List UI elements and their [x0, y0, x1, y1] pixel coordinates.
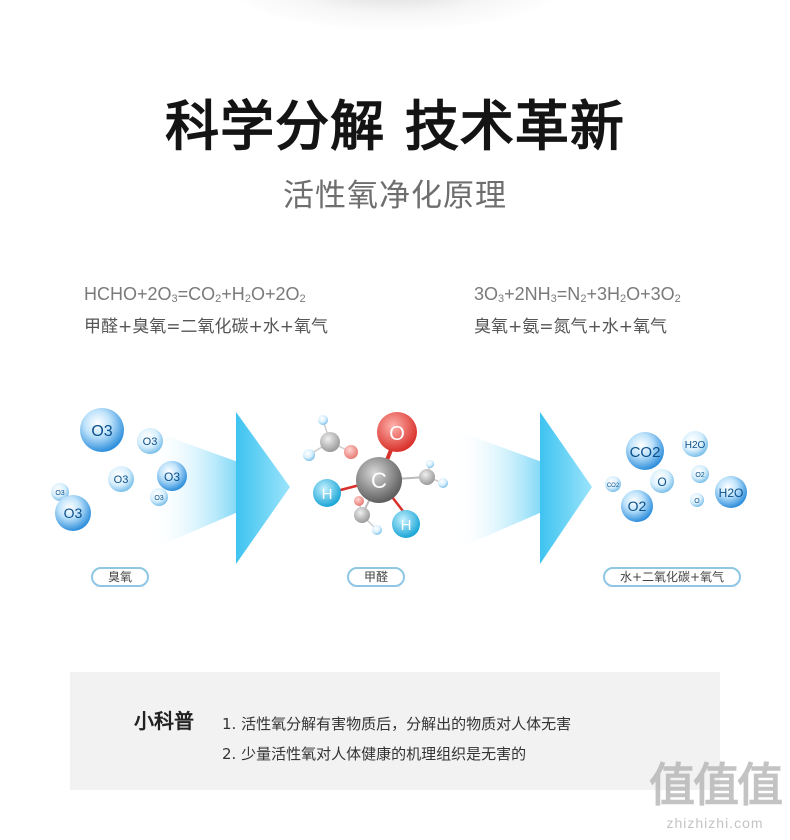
equation-description-formaldehyde: 甲醛+臭氧=二氧化碳+水+氧气: [84, 317, 328, 337]
tips-list: 1. 活性氧分解有害物质后，分解出的物质对人体无害 2. 少量活性氧对人体健康的…: [222, 709, 571, 769]
svg-text:H2O: H2O: [719, 486, 744, 500]
watermark-url: zhizhizhi.com: [666, 815, 764, 831]
svg-text:O3: O3: [114, 474, 129, 486]
svg-text:H2O: H2O: [685, 440, 706, 451]
science-tips-panel: 小科普 1. 活性氧分解有害物质后，分解出的物质对人体无害 2. 少量活性氧对人…: [70, 672, 720, 790]
svg-text:CO2: CO2: [607, 483, 620, 489]
tip-item: 2. 少量活性氧对人体健康的机理组织是无害的: [222, 745, 527, 763]
co2-bubble: [605, 476, 621, 492]
product-molecules: CO2 H2O O2 O CO2 O2 H2O O: [605, 431, 747, 522]
equation-formaldehyde: HCHO+2O3=CO2+H2O+2O2: [84, 284, 306, 305]
hydrogen-atom: [313, 479, 341, 507]
svg-text:CO2: CO2: [630, 444, 661, 461]
reaction-ammonia: 3O3+2NH3=N2+3H2O+3O2 臭氧+氨=氮气+水+氧气: [474, 284, 681, 337]
ozone-bubble: [108, 466, 134, 492]
arrow-right-2: [455, 412, 592, 564]
oxygen-atom: [377, 412, 417, 452]
h2o-bubble: [715, 476, 747, 508]
svg-text:O3: O3: [143, 436, 158, 448]
reaction-formaldehyde: HCHO+2O3=CO2+H2O+2O2 甲醛+臭氧=二氧化碳+水+氧气: [84, 284, 328, 337]
ozone-bubble: [51, 483, 69, 501]
caption-formaldehyde: 甲醛: [347, 567, 405, 587]
carbon-atom: [356, 457, 402, 503]
ozone-bubble: [80, 408, 124, 452]
svg-text:O: O: [694, 498, 700, 505]
watermark-logo: 值值值: [649, 758, 783, 812]
hydrogen-atom: [392, 510, 420, 538]
tips-title: 小科普: [134, 709, 194, 733]
o-bubble: [690, 493, 704, 507]
reaction-diagram-svg: O3 O3 O3 O3 O3 O3 O3: [51, 408, 747, 564]
svg-text:O2: O2: [628, 498, 647, 514]
ozone-molecules: O3 O3 O3 O3 O3 O3 O3: [51, 408, 187, 531]
h2o-bubble: [682, 431, 708, 457]
co2-bubble: [626, 432, 664, 470]
top-decorative-glow: [230, 0, 560, 30]
caption-products: 水+二氧化碳+氧气: [603, 567, 741, 587]
ozone-bubble: [137, 428, 163, 454]
svg-text:O: O: [657, 475, 666, 489]
o-bubble: [650, 469, 674, 493]
reaction-diagram: O3 O3 O3 O3 O3 O3 O3: [0, 390, 790, 600]
svg-text:O2: O2: [695, 472, 704, 479]
svg-text:O3: O3: [64, 505, 83, 521]
o2-bubble: [621, 490, 653, 522]
ozone-bubble: [55, 495, 91, 531]
page-headline: 科学分解 技术革新: [165, 95, 625, 158]
tip-item: 1. 活性氧分解有害物质后，分解出的物质对人体无害: [222, 715, 572, 733]
ozone-bubble: [157, 461, 187, 491]
svg-text:O3: O3: [164, 470, 180, 484]
svg-text:H: H: [322, 486, 333, 503]
svg-text:O: O: [389, 423, 405, 445]
equation-description-ammonia: 臭氧+氨=氮气+水+氧气: [474, 317, 667, 337]
equation-ammonia: 3O3+2NH3=N2+3H2O+3O2: [474, 284, 681, 305]
site-watermark: 值值值 zhizhizhi.com: [640, 756, 790, 832]
arrow-right-1: [150, 412, 290, 564]
svg-text:C: C: [371, 468, 387, 493]
formaldehyde-molecule: O C H H: [303, 412, 448, 538]
caption-ozone: 臭氧: [91, 567, 149, 587]
svg-text:O3: O3: [91, 423, 112, 440]
o2-bubble: [691, 465, 709, 483]
svg-text:H: H: [401, 517, 412, 534]
page-subtitle: 活性氧净化原理: [283, 178, 507, 214]
svg-text:O3: O3: [55, 490, 64, 497]
ozone-bubble: [150, 488, 168, 506]
svg-text:O3: O3: [154, 495, 163, 502]
